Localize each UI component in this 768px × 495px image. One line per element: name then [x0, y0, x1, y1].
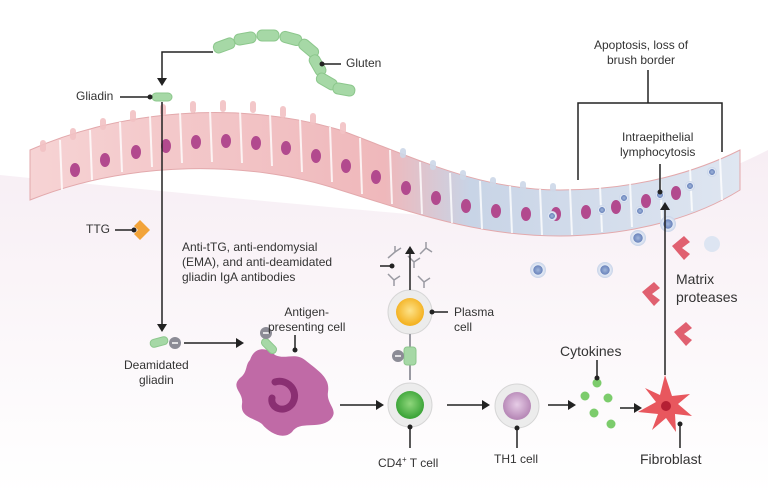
cd4-label-suffix: T cell [406, 456, 439, 470]
connector-lines [115, 51, 723, 448]
ttg-label: TTG [86, 222, 110, 236]
antibodies-label-line-3: gliadin IgA antibodies [182, 270, 296, 284]
th1-cell [494, 383, 540, 429]
plasma-cell-label: Plasma cell [454, 305, 494, 335]
fibroblast-label: Fibroblast [640, 451, 702, 467]
deamidated-gliadin-label: Deamidated gliadin [124, 358, 189, 388]
iel-label: Intraepithelial lymphocytosis [620, 130, 695, 160]
apc-label-line-2: presenting cell [268, 320, 346, 334]
antibodies-label: Anti-tTG, anti-endomysial (EMA), and ant… [182, 240, 332, 285]
plasma-cell-label-line-1: Plasma [454, 305, 495, 319]
matrix-proteases-label: Matrix proteases [676, 270, 737, 306]
deamidated-gliadin-fragment [149, 336, 169, 348]
apoptosis-label-line-1: Apoptosis, loss of [594, 38, 689, 52]
antigen-presenting-cell [236, 327, 334, 436]
apc-label-line-1: Antigen- [284, 305, 330, 319]
cytokines-icon [580, 378, 616, 429]
iel-label-line-1: Intraepithelial [621, 130, 694, 144]
iel-label-line-2: lymphocytosis [620, 145, 696, 159]
antibodies-label-line-1: Anti-tTG, anti-endomysial [182, 240, 318, 254]
intraepithelial-lymphocytes [530, 167, 720, 278]
gliadin-fragment [151, 92, 173, 102]
intestinal-epithelium [29, 100, 741, 237]
matrix-proteases-label-line-2: proteases [676, 289, 738, 305]
ttg-enzyme-icon [134, 220, 150, 240]
plasma-cell [387, 289, 433, 335]
antibodies-icon [387, 242, 433, 288]
cd4-label-prefix: CD4 [378, 456, 403, 470]
cytokines-label: Cytokines [560, 343, 622, 359]
deamidated-gliadin-label-line-1: Deamidated [124, 358, 189, 372]
cd4-t-cell [387, 382, 433, 428]
gluten-label: Gluten [346, 56, 382, 70]
cd4-t-cell-label: CD4+ T cell [378, 452, 438, 471]
gliadin-label: Gliadin [76, 89, 114, 103]
apoptosis-label: Apoptosis, loss of brush border [594, 38, 688, 68]
cd4-label-sup: + [402, 455, 407, 464]
deamidated-gliadin-label-line-2: gliadin [139, 373, 174, 387]
apc-label: Antigen- presenting cell [268, 305, 345, 335]
matrix-proteases-label-line-1: Matrix [676, 271, 715, 287]
fibroblast [638, 375, 692, 432]
antibodies-label-line-2: (EMA), and anti-deamidated [182, 255, 333, 269]
th1-cell-label: TH1 cell [494, 452, 539, 466]
gluten-chain [212, 29, 356, 97]
lamina-propria [0, 150, 768, 495]
matrix-proteases-icon [642, 236, 692, 346]
plasma-cell-label-line-2: cell [454, 320, 473, 334]
apoptosis-label-line-2: brush border [607, 53, 676, 67]
connector-dots [131, 61, 683, 431]
cell-connector [392, 334, 417, 380]
